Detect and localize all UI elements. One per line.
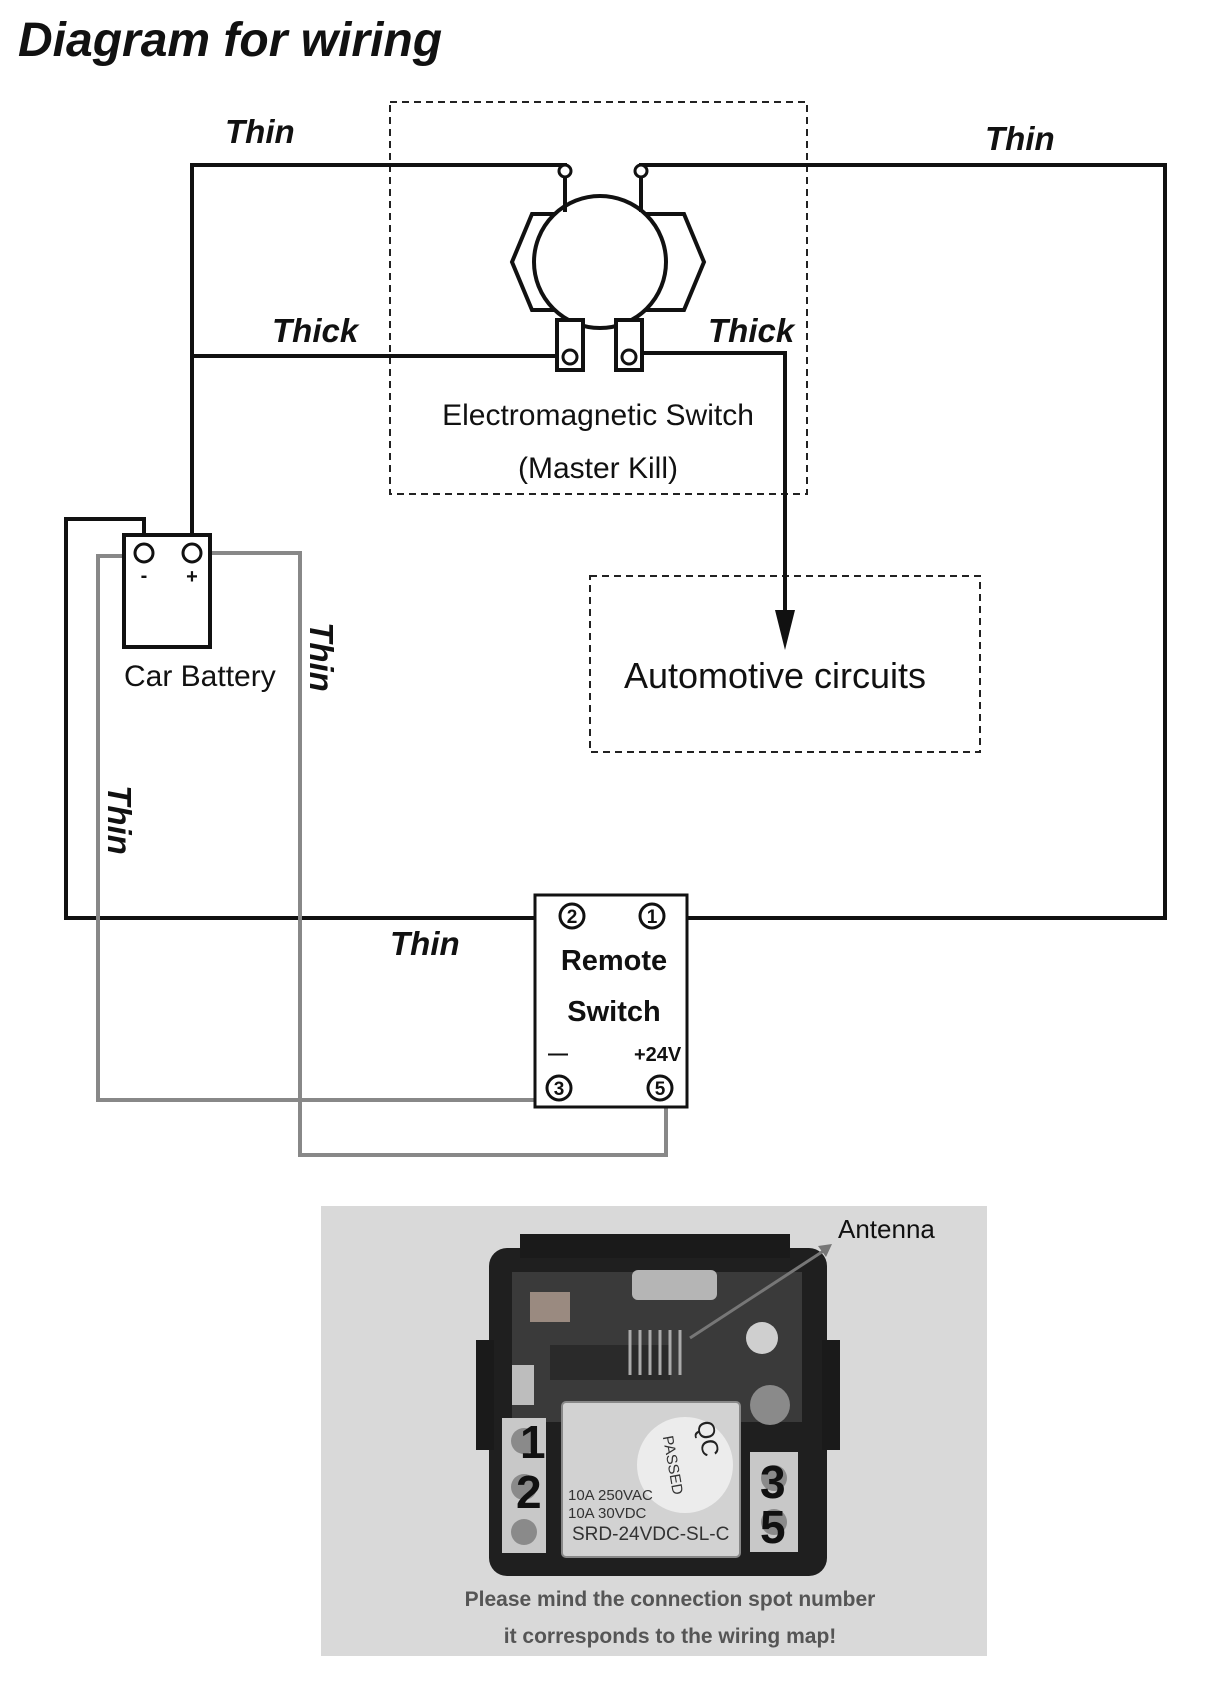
label-thin-bottom: Thin xyxy=(390,925,460,962)
remote-label-line2: Switch xyxy=(567,996,660,1028)
terminal-2-num: 2 xyxy=(567,907,578,928)
wire-thin-coil-to-remote-1 xyxy=(639,163,1167,920)
terminal-3 xyxy=(545,1074,573,1102)
wire-gray-battery-to-remote-5 xyxy=(192,551,668,1157)
battery-minus-symbol: - xyxy=(141,565,148,587)
photo-caption-line2: it corresponds to the wiring map! xyxy=(504,1625,837,1648)
relay-model: SRD-24VDC-SL-C xyxy=(572,1524,729,1545)
terminal-1 xyxy=(638,902,666,930)
qc-label: QC xyxy=(691,1419,724,1459)
terminal-5-num: 5 xyxy=(655,1079,666,1100)
antenna-label: Antenna xyxy=(838,1214,935,1244)
photo-num-3: 3 xyxy=(760,1456,786,1508)
remote-minus-symbol: — xyxy=(548,1043,568,1065)
photo-num-5: 5 xyxy=(760,1501,786,1553)
label-thin-top-left: Thin xyxy=(225,113,295,150)
label-thick-right: Thick xyxy=(708,312,796,349)
remote-plus-24v: +24V xyxy=(634,1044,682,1066)
wire-gray-battery-to-remote-3 xyxy=(96,554,548,1102)
label-thin-top-right: Thin xyxy=(985,120,1055,157)
battery-plus-symbol: + xyxy=(186,566,198,588)
photo-num-1: 1 xyxy=(520,1416,546,1468)
label-thin-vertical-right: Thin xyxy=(303,622,340,692)
wire-thick-switch-to-automotive xyxy=(640,351,787,610)
arrow-to-automotive xyxy=(775,610,795,650)
terminal-1-num: 1 xyxy=(647,907,658,928)
terminal-2 xyxy=(558,902,586,930)
wire-thin-battery-to-remote-2 xyxy=(64,517,558,920)
remote-label-line1: Remote xyxy=(561,945,667,977)
switch-label-line2: (Master Kill) xyxy=(518,452,678,485)
electromagnetic-switch xyxy=(509,163,707,372)
relay-rating-line2: 10A 30VDC xyxy=(568,1505,647,1522)
label-thick-left: Thick xyxy=(272,312,360,349)
receiver-photo xyxy=(321,1206,987,1656)
switch-label-line1: Electromagnetic Switch xyxy=(442,399,754,432)
automotive-label: Automotive circuits xyxy=(624,655,926,696)
photo-num-2: 2 xyxy=(516,1466,542,1518)
photo-caption-line1: Please mind the connection spot number xyxy=(465,1588,876,1611)
battery-label: Car Battery xyxy=(124,660,276,693)
car-battery xyxy=(122,533,212,649)
wire-thin-battery-to-coil xyxy=(190,163,567,540)
terminal-5 xyxy=(646,1074,674,1102)
label-thin-vertical-left: Thin xyxy=(101,785,138,855)
relay-rating-line1: 10A 250VAC xyxy=(568,1487,653,1504)
terminal-3-num: 3 xyxy=(554,1079,565,1100)
master-kill-box xyxy=(389,101,808,495)
page-title: Diagram for wiring xyxy=(18,14,442,67)
remote-switch xyxy=(533,893,689,1109)
